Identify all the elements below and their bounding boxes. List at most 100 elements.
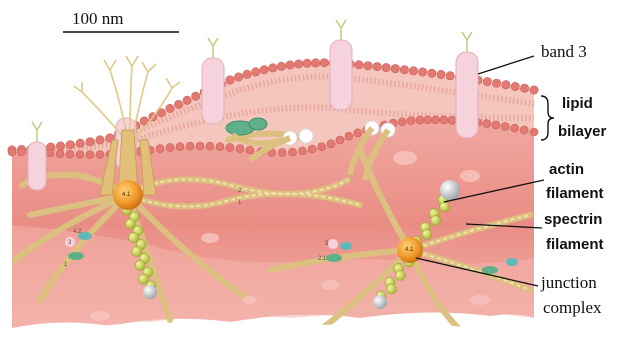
label-complex: complex	[543, 299, 602, 316]
lipid-head	[183, 96, 191, 104]
tag-left-1: 1	[64, 262, 67, 268]
lipid-head	[373, 62, 381, 70]
tag-left-3: 3	[68, 240, 71, 246]
lipid-head	[246, 146, 254, 154]
lipid-head	[483, 120, 491, 128]
lipid-head	[400, 66, 408, 74]
lipid-head	[260, 66, 268, 74]
lipid-head	[432, 116, 440, 124]
lipid-head	[17, 148, 25, 156]
lipid-head	[312, 59, 320, 67]
lipid-head	[391, 64, 399, 72]
tag-spectrin-2: 2	[238, 188, 241, 194]
lipid-head	[345, 132, 353, 140]
lipid-head	[66, 150, 74, 158]
lipid-head	[289, 148, 297, 156]
lipid-head	[354, 129, 362, 137]
lipid-head	[8, 148, 16, 156]
lipid-head	[278, 148, 286, 156]
lipid-head	[428, 69, 436, 77]
lipid-head	[76, 139, 84, 147]
lipid-head	[156, 145, 164, 153]
lipid-head	[446, 72, 454, 80]
lipid-head	[286, 61, 294, 69]
actin-bead	[138, 274, 148, 284]
actin-bead	[395, 270, 405, 280]
lipid-head	[86, 138, 94, 146]
label-band3: band 3	[541, 43, 587, 60]
lipid-head	[407, 117, 415, 125]
lipid-head	[424, 116, 432, 124]
label-bilayer: bilayer	[558, 124, 606, 139]
lipid-head	[511, 82, 519, 90]
lipid-head	[56, 142, 64, 150]
lipid-head	[355, 61, 363, 69]
lipid-head	[192, 92, 200, 100]
lipid-head	[502, 81, 510, 89]
actin-bead	[440, 202, 450, 212]
lipid-head	[520, 126, 528, 134]
torn-edge	[0, 324, 560, 351]
lipid-head	[206, 142, 214, 150]
lipid-head	[492, 79, 500, 87]
lipid-head	[196, 142, 204, 150]
actin-bead	[129, 233, 139, 243]
bilayer-brace	[541, 96, 554, 140]
lipid-head	[176, 143, 184, 151]
lipid-head	[269, 64, 277, 72]
label-spectrin-filament: filament	[546, 237, 604, 252]
lipid-head	[327, 140, 335, 148]
lipid-head	[86, 151, 94, 159]
label-spectrin: spectrin	[544, 212, 602, 227]
tag-left-42: 4.2	[73, 229, 81, 235]
tag-left-junction: 4.1	[122, 192, 130, 198]
label-actin: actin	[549, 162, 584, 177]
lipid-head	[252, 68, 260, 76]
lipid-head	[186, 142, 194, 150]
lipid-head	[226, 143, 234, 151]
lipid-head	[76, 151, 84, 159]
lipid-head	[236, 145, 244, 153]
actin-bead	[431, 216, 441, 226]
lipid-head	[336, 136, 344, 144]
lipid-head	[520, 84, 528, 92]
lipid-head	[364, 61, 372, 69]
scale-bar-label: 100 nm	[72, 10, 123, 27]
tag-spectrin-1: 1	[238, 200, 241, 206]
lipid-head	[234, 73, 242, 81]
lipid-head	[318, 143, 326, 151]
actin-bead	[422, 229, 432, 239]
lipid-head	[416, 116, 424, 124]
tag-right-3: 3	[325, 241, 328, 247]
lipid-head	[501, 122, 509, 130]
lipid-head	[66, 141, 74, 149]
actin-bead	[386, 284, 396, 294]
label-lipid: lipid	[562, 96, 593, 111]
actin-bead	[135, 260, 145, 270]
lipid-head	[277, 62, 285, 70]
lipid-head	[530, 128, 538, 136]
lipid-head	[216, 143, 224, 151]
actin-bead	[125, 219, 135, 229]
lipid-head	[440, 116, 448, 124]
lipid-head	[398, 118, 406, 126]
lipid-head	[56, 150, 64, 158]
lipid-head	[303, 59, 311, 67]
lipid-head	[382, 63, 390, 71]
lipid-head	[308, 145, 316, 153]
lipid-head	[409, 67, 417, 75]
lipid-head	[166, 143, 174, 151]
lipid-head	[166, 104, 174, 112]
label-junction: junction	[541, 274, 597, 291]
lipid-head	[174, 100, 182, 108]
lipid-head	[46, 149, 54, 157]
lipid-head	[483, 77, 491, 85]
lipid-head	[294, 60, 302, 68]
label-actin-filament: filament	[546, 186, 604, 201]
lipid-head	[243, 70, 251, 78]
lipid-head	[418, 68, 426, 76]
lipid-head	[96, 136, 104, 144]
tag-right-21: 2.1	[318, 256, 326, 262]
lipid-head	[448, 116, 456, 124]
